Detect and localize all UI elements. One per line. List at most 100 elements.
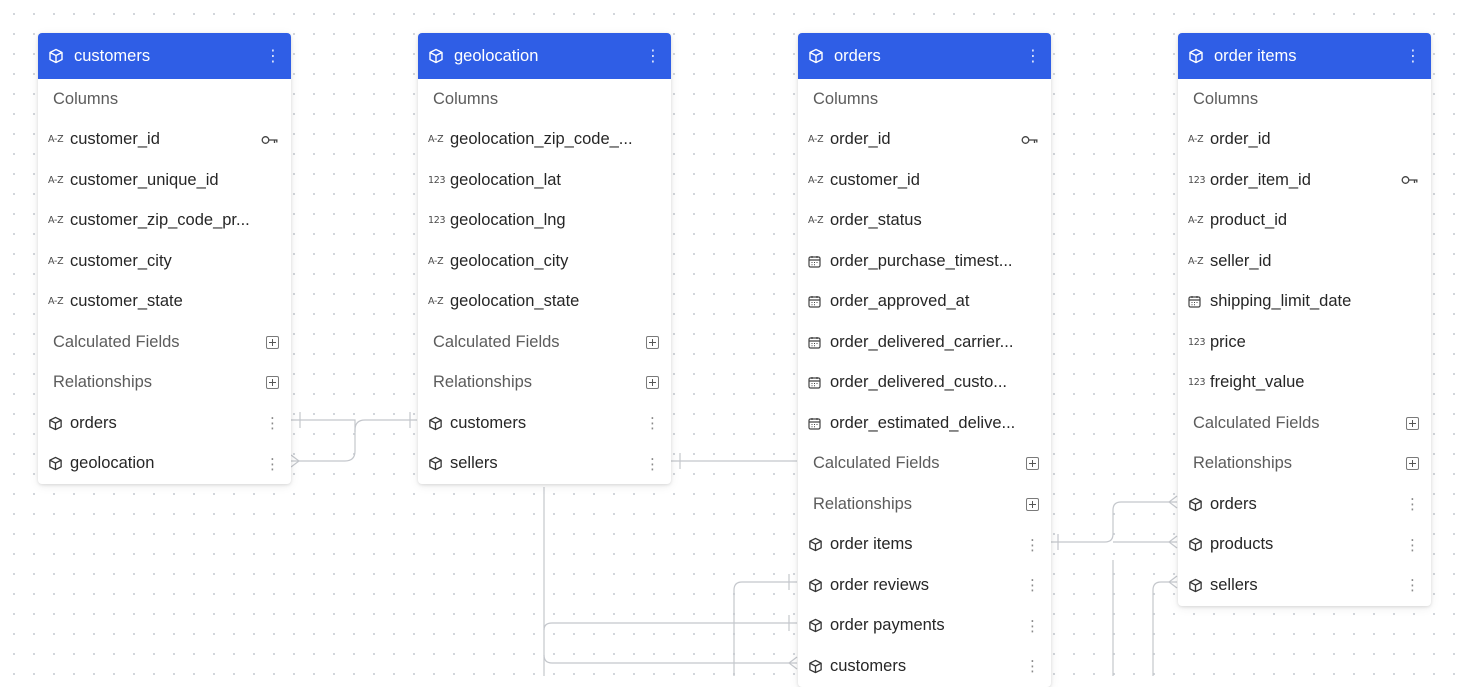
more-options-icon[interactable]: ⋮ [645,415,660,433]
relationship-row[interactable]: sellers⋮ [418,444,671,485]
card-header[interactable]: order items ⋮ [1178,33,1431,79]
more-options-icon[interactable]: ⋮ [1405,48,1421,65]
relationship-row[interactable]: order reviews⋮ [798,565,1051,606]
column-name: customer_zip_code_pr... [70,211,250,230]
more-options-icon[interactable]: ⋮ [645,455,660,473]
column-name: customer_state [70,292,183,311]
column-row[interactable]: shipping_limit_date [1178,282,1431,323]
column-name: order_delivered_custo... [830,373,1008,392]
relationship-row[interactable]: customers⋮ [798,646,1051,687]
more-options-icon[interactable]: ⋮ [1405,496,1420,514]
relationship-row[interactable]: order payments ⋮ [798,606,1051,647]
column-row[interactable]: order_approved_at [798,282,1051,323]
connector-order-payments [543,622,797,631]
more-options-icon[interactable]: ⋮ [1025,48,1041,65]
more-options-icon[interactable]: ⋮ [265,415,280,433]
text-type-icon: A-Z [48,174,64,186]
connector-many-mark [1168,495,1178,509]
add-calculated-field-icon[interactable] [1406,416,1419,430]
calendar-icon [808,295,830,308]
column-name: order_id [1210,130,1271,149]
more-options-icon[interactable]: ⋮ [1025,577,1040,595]
column-row[interactable]: order_purchase_timest... [798,241,1051,282]
column-row[interactable]: order_delivered_custo... [798,363,1051,404]
text-type-icon: A-Z [428,255,444,267]
more-options-icon[interactable]: ⋮ [1025,658,1040,676]
text-type-icon: A-Z [48,215,64,227]
card-header[interactable]: orders ⋮ [798,33,1051,79]
relationship-name: orders [70,413,117,432]
more-options-icon[interactable]: ⋮ [645,48,661,65]
text-type-icon: A-Z [1188,255,1204,267]
more-options-icon[interactable]: ⋮ [1025,617,1040,635]
column-row[interactable]: order_delivered_carrier... [798,322,1051,363]
relationship-row[interactable]: orders⋮ [1178,484,1431,525]
column-row[interactable]: A-Z customer_zip_code_pr... [38,201,291,242]
column-name: order_status [830,211,922,230]
cube-icon [808,578,830,593]
more-options-icon[interactable]: ⋮ [265,455,280,473]
add-relationship-icon[interactable] [646,376,659,390]
connector-many-mark [1168,535,1178,549]
add-relationship-icon[interactable] [266,376,279,390]
card-header[interactable]: customers ⋮ [38,33,291,79]
column-name: order_approved_at [830,292,970,311]
relationship-row[interactable]: customers⋮ [418,403,671,444]
connector-customers-orders [291,419,356,432]
cube-icon [1188,537,1210,552]
more-options-icon[interactable]: ⋮ [1025,536,1040,554]
calculated-fields-section: Calculated Fields [1178,403,1431,444]
cube-icon [48,456,70,471]
text-type-icon: A-Z [48,134,64,146]
relationship-row[interactable]: order items⋮ [798,525,1051,566]
primary-key-icon [1399,175,1419,185]
more-options-icon[interactable]: ⋮ [1405,577,1420,595]
add-calculated-field-icon[interactable] [266,335,279,349]
columns-section: Columns [798,79,1051,120]
relationship-name: order payments [830,616,945,635]
text-type-icon: A-Z [808,174,824,186]
text-type-icon: A-Z [48,255,64,267]
more-options-icon[interactable]: ⋮ [1405,536,1420,554]
relationship-row[interactable]: sellers⋮ [1178,565,1431,606]
columns-section: Columns [1178,79,1431,120]
column-row[interactable]: order_estimated_delive... [798,403,1051,444]
card-header[interactable]: geolocation ⋮ [418,33,671,79]
section-label: Calculated Fields [53,332,180,351]
add-calculated-field-icon[interactable] [1026,457,1039,471]
relationship-row[interactable]: products⋮ [1178,525,1431,566]
connector-order-items-orders [1051,501,1177,543]
cube-icon [1188,497,1210,512]
relationship-row[interactable]: orders ⋮ [38,403,291,444]
section-label: Columns [433,89,499,108]
relationship-row[interactable]: geolocation⋮ [38,444,291,485]
add-relationship-icon[interactable] [1026,497,1039,511]
add-relationship-icon[interactable] [1406,457,1419,471]
column-name: order_delivered_carrier... [830,332,1014,351]
add-calculated-field-icon[interactable] [646,335,659,349]
column-name: order_id [830,130,891,149]
more-options-icon[interactable]: ⋮ [265,48,281,65]
